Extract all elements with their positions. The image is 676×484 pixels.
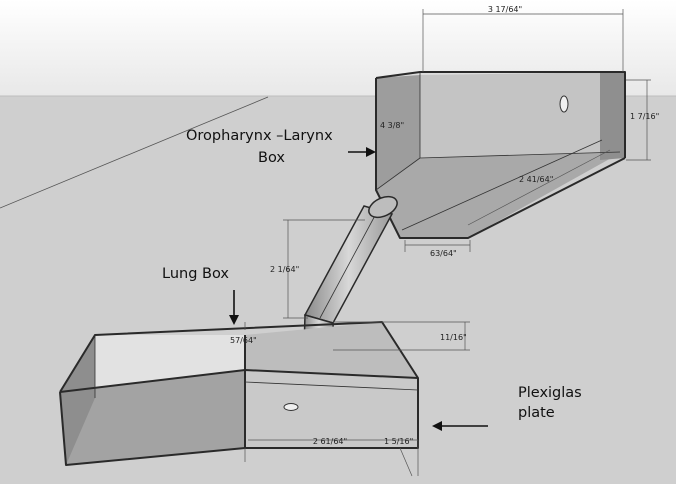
dim-lung-height: 11/16" bbox=[440, 333, 467, 342]
tube-top-end bbox=[368, 195, 398, 219]
box-left-wall bbox=[376, 72, 420, 190]
dim-diagonal: 2 41/64" bbox=[519, 175, 553, 184]
dim-top-width: 3 17/64" bbox=[488, 5, 522, 14]
label-plexiglas-line2: plate bbox=[518, 405, 555, 421]
dim-box-height: 1 7/16" bbox=[630, 112, 659, 121]
tube-dimension-lines bbox=[283, 219, 365, 319]
dim-lung-end: 1 5/16" bbox=[384, 437, 413, 446]
dim-lung-offset: 57/64" bbox=[230, 336, 257, 345]
label-oropharynx-line2: Box bbox=[258, 150, 285, 166]
pointer-arrows bbox=[229, 147, 488, 431]
box-port-hole bbox=[559, 95, 569, 113]
dim-front-height: 4 3/8" bbox=[380, 121, 404, 130]
lung-box-arrow-head bbox=[229, 315, 239, 325]
lung-box-left-top bbox=[60, 335, 245, 392]
lung-box-left-back bbox=[60, 335, 95, 465]
dim-lung-length: 2 61/64" bbox=[313, 437, 347, 446]
plate-port-hole bbox=[283, 403, 299, 411]
lung-box bbox=[59, 321, 419, 466]
lung-dimension-lines bbox=[244, 321, 470, 477]
oropharynx-larynx-box bbox=[375, 71, 626, 239]
plexiglas-plate bbox=[245, 370, 418, 448]
box-right-panel bbox=[600, 72, 625, 160]
label-oropharynx-line1: Oropharynx –Larynx bbox=[186, 128, 333, 144]
dim-base-width: 63/64" bbox=[430, 249, 457, 258]
plexiglas-arrow-head bbox=[432, 421, 442, 431]
dim-tube-height: 2 1/64" bbox=[270, 265, 299, 274]
oropharynx-dimension-lines bbox=[404, 9, 651, 252]
box-top-panel bbox=[376, 72, 625, 78]
box-back-panel bbox=[420, 72, 625, 158]
ground-axis-line bbox=[0, 96, 269, 209]
label-plexiglas-line1: Plexiglas bbox=[518, 385, 582, 401]
oropharynx-arrow-head bbox=[366, 147, 376, 157]
lung-box-left-front bbox=[60, 370, 245, 465]
label-lung-box: Lung Box bbox=[162, 266, 229, 282]
box-floor-panel bbox=[376, 152, 622, 238]
lung-box-right-top bbox=[245, 322, 418, 378]
